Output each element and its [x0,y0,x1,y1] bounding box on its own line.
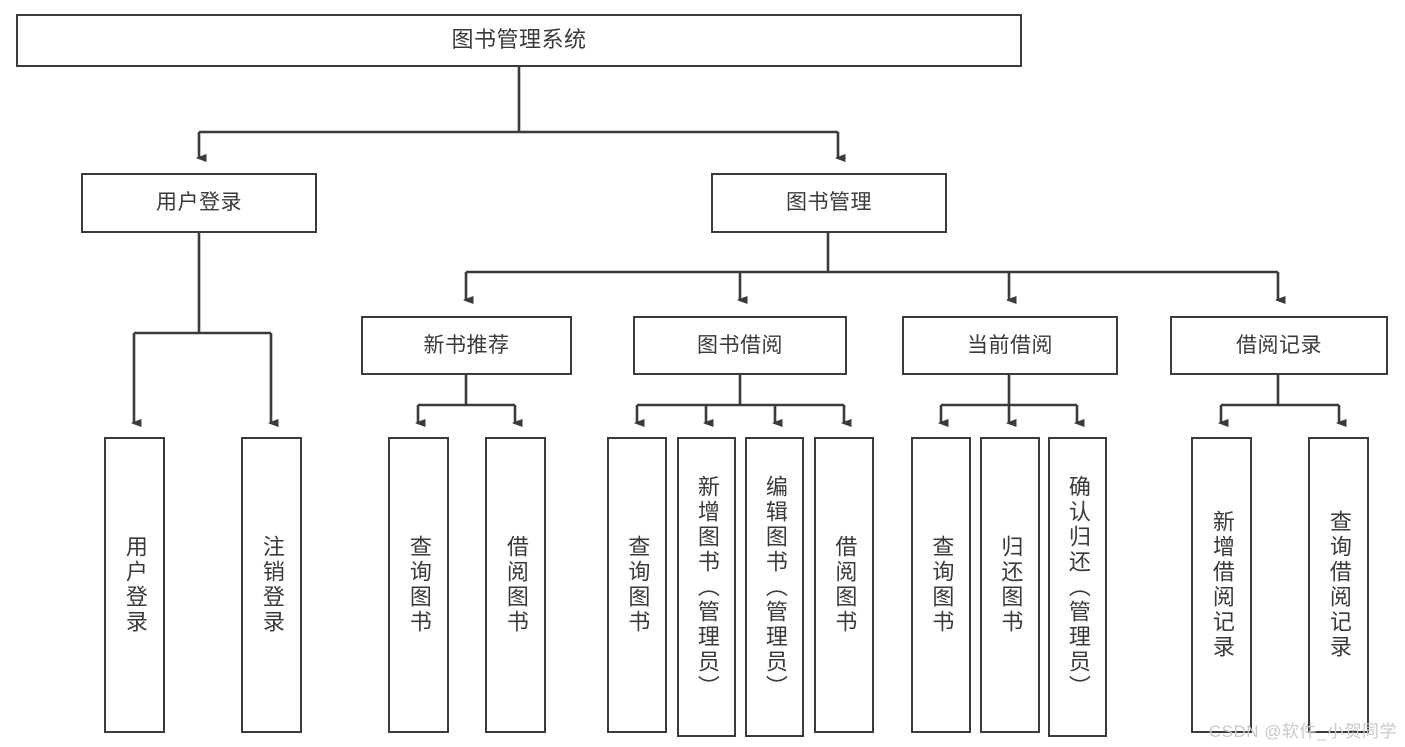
node-book-borrow[interactable]: 图书借阅 [633,316,847,375]
leaf-query-book-2[interactable]: 查询图书 [607,437,667,733]
leaf-add-book[interactable]: 新增图书（管理员） [677,437,736,737]
leaf-user-login-label: 用户登录 [122,535,148,635]
leaf-query-book-1-label: 查询图书 [406,535,432,635]
node-root[interactable]: 图书管理系统 [16,14,1022,67]
node-user-login[interactable]: 用户登录 [81,173,317,233]
node-borrow-record[interactable]: 借阅记录 [1170,316,1388,375]
node-current-borrow[interactable]: 当前借阅 [902,316,1118,375]
node-root-label: 图书管理系统 [451,27,587,53]
leaf-query-book-2-label: 查询图书 [625,535,651,635]
csdn-watermark: CSDN @软件_小贺同学 [1208,722,1397,741]
node-book-management[interactable]: 图书管理 [711,173,947,233]
node-user-login-label: 用户登录 [156,191,242,215]
leaf-return-book[interactable]: 归还图书 [980,437,1040,733]
leaf-borrow-book-1-label: 借阅图书 [503,535,529,635]
node-current-borrow-label: 当前借阅 [967,333,1053,357]
leaf-return-book-label: 归还图书 [998,535,1024,635]
node-book-borrow-label: 图书借阅 [697,333,783,357]
node-new-book-recommend-label: 新书推荐 [423,333,510,357]
leaf-borrow-book-1[interactable]: 借阅图书 [485,437,546,733]
leaf-query-book-3-label: 查询图书 [929,535,955,635]
node-borrow-record-label: 借阅记录 [1236,333,1322,357]
leaf-add-book-label: 新增图书（管理员） [694,474,720,700]
node-new-book-recommend[interactable]: 新书推荐 [361,316,572,375]
leaf-borrow-book-2[interactable]: 借阅图书 [814,437,874,733]
leaf-confirm-return[interactable]: 确认归还（管理员） [1048,437,1107,737]
leaf-query-record-label: 查询借阅记录 [1326,510,1352,660]
leaf-logout-login-label: 注销登录 [259,535,285,635]
leaf-add-record[interactable]: 新增借阅记录 [1191,437,1252,733]
leaf-logout-login[interactable]: 注销登录 [241,437,302,733]
leaf-borrow-book-2-label: 借阅图书 [832,535,858,635]
leaf-query-book-3[interactable]: 查询图书 [911,437,971,733]
leaf-user-login[interactable]: 用户登录 [104,437,165,733]
leaf-query-record[interactable]: 查询借阅记录 [1308,437,1369,733]
leaf-edit-book-label: 编辑图书（管理员） [762,474,788,700]
leaf-edit-book[interactable]: 编辑图书（管理员） [745,437,804,737]
leaf-query-book-1[interactable]: 查询图书 [388,437,449,733]
leaf-confirm-return-label: 确认归还（管理员） [1065,474,1091,700]
leaf-add-record-label: 新增借阅记录 [1209,510,1235,660]
node-book-management-label: 图书管理 [786,191,872,215]
